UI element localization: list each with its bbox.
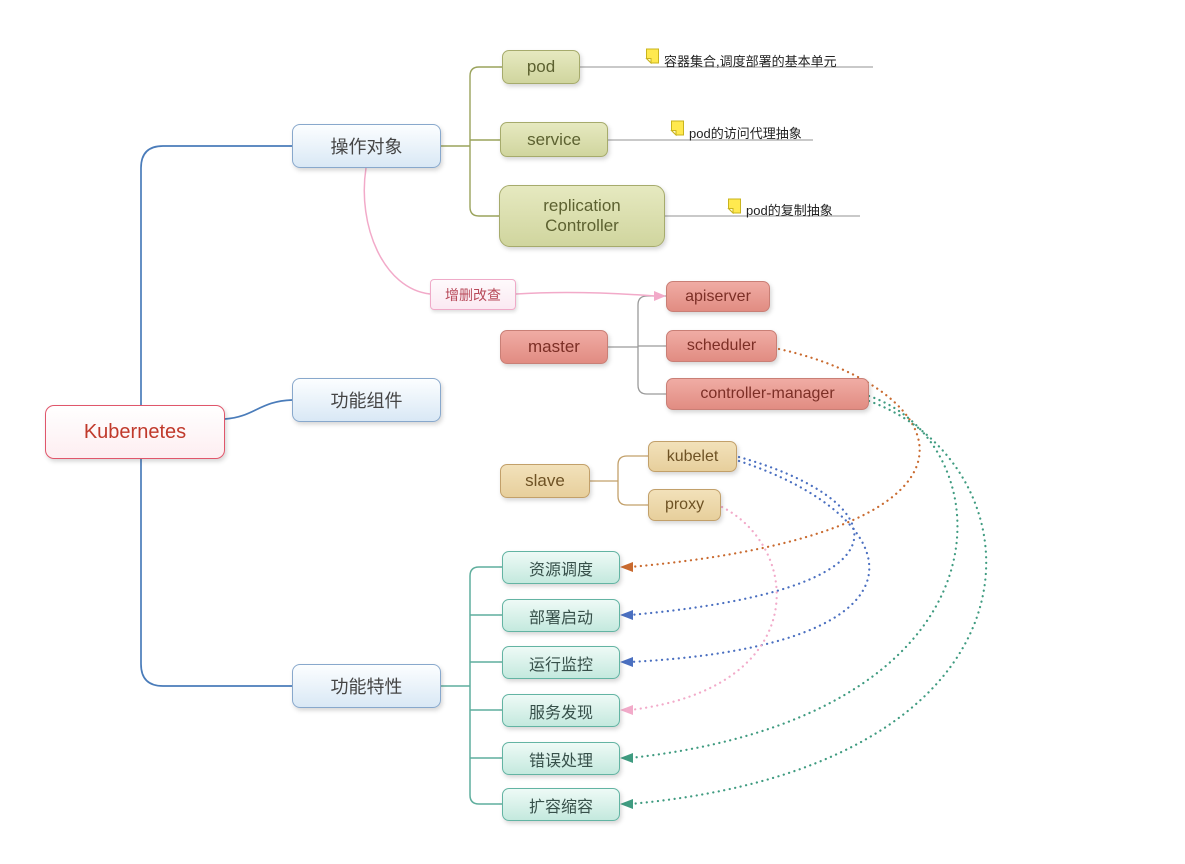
node-crud[interactable]: 增删改查 [430, 279, 516, 310]
note-pod-text: 容器集合,调度部署的基本单元 [664, 54, 837, 69]
node-resource-scheduling[interactable]: 资源调度 [502, 551, 620, 584]
node-scaling[interactable]: 扩容缩容 [502, 788, 620, 821]
node-controller-manager-label: controller-manager [700, 385, 835, 402]
node-controller-manager[interactable]: controller-manager [666, 378, 869, 410]
node-functional-features-label: 功能特性 [330, 677, 403, 697]
node-pod-label: pod [526, 57, 556, 76]
node-proxy[interactable]: proxy [648, 489, 721, 521]
node-replication-controller[interactable]: replication Controller [499, 185, 665, 247]
node-replication-controller-label: replication Controller [543, 196, 621, 235]
node-operation-objects[interactable]: 操作对象 [292, 124, 441, 168]
node-runtime-monitoring-label: 运行监控 [528, 656, 593, 674]
node-slave-label: slave [525, 471, 565, 490]
node-deployment-startup-label: 部署启动 [528, 609, 593, 627]
proxy-to-discovery-link [620, 505, 778, 715]
node-service-discovery[interactable]: 服务发现 [502, 694, 620, 727]
node-functional-features[interactable]: 功能特性 [292, 664, 441, 708]
node-functional-components-label: 功能组件 [330, 391, 403, 411]
node-runtime-monitoring[interactable]: 运行监控 [502, 646, 620, 679]
master-branch-lines [608, 295, 666, 395]
node-error-handling[interactable]: 错误处理 [502, 742, 620, 775]
node-kubernetes-label: Kubernetes [83, 420, 187, 443]
note-service-text: pod的访问代理抽象 [689, 126, 802, 141]
note-icon[interactable] [727, 198, 742, 215]
note-icon[interactable] [670, 120, 685, 137]
node-functional-components[interactable]: 功能组件 [292, 378, 441, 422]
node-kubernetes[interactable]: Kubernetes [45, 405, 225, 459]
features-branch-lines [441, 566, 502, 805]
node-crud-label: 增删改查 [445, 286, 501, 303]
kubelet-to-deployment-link [620, 455, 856, 620]
node-service[interactable]: service [500, 122, 608, 157]
node-kubelet[interactable]: kubelet [648, 441, 737, 472]
node-proxy-label: proxy [664, 496, 705, 513]
node-operation-objects-label: 操作对象 [330, 137, 403, 157]
node-resource-scheduling-label: 资源调度 [528, 561, 593, 579]
node-service-label: service [527, 129, 581, 149]
node-service-discovery-label: 服务发现 [528, 704, 593, 722]
operation-branch-lines [441, 66, 502, 217]
node-scheduler[interactable]: scheduler [666, 330, 777, 362]
node-apiserver-label: apiserver [685, 287, 751, 305]
node-apiserver[interactable]: apiserver [666, 281, 770, 312]
note-icon[interactable] [645, 48, 660, 65]
slave-branch-lines [590, 455, 648, 506]
node-error-handling-label: 错误处理 [528, 752, 593, 770]
node-scheduler-label: scheduler [686, 337, 757, 354]
node-pod[interactable]: pod [502, 50, 580, 84]
node-kubelet-label: kubelet [666, 447, 719, 465]
note-replication-text: pod的复制抽象 [746, 203, 833, 218]
node-master[interactable]: master [500, 330, 608, 364]
node-deployment-startup[interactable]: 部署启动 [502, 599, 620, 632]
node-scaling-label: 扩容缩容 [528, 798, 593, 816]
node-master-label: master [528, 337, 580, 356]
node-slave[interactable]: slave [500, 464, 590, 498]
